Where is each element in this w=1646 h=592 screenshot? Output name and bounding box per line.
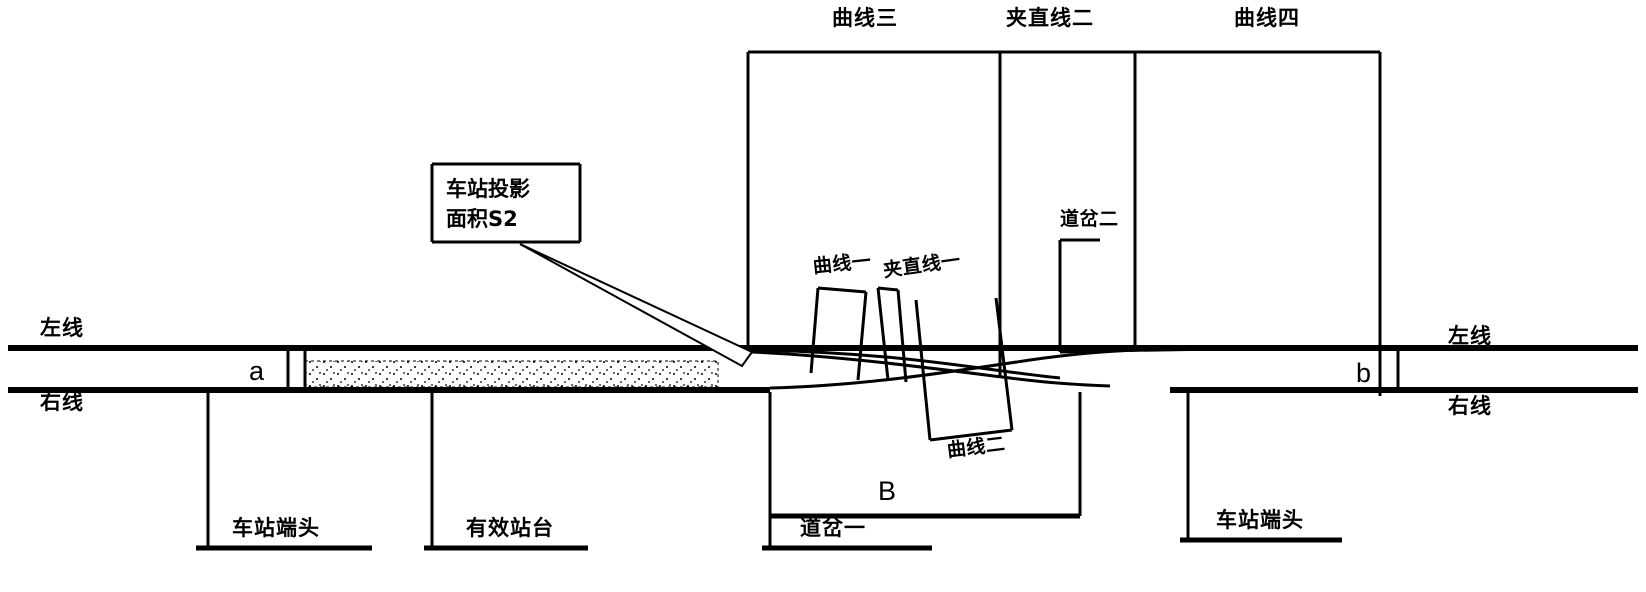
right-line-label-start: 右线 xyxy=(40,390,84,414)
dimension-a-ticks xyxy=(286,348,307,390)
station-end-left-bracket xyxy=(196,392,372,551)
bottom-label-station-end-right: 车站端头 xyxy=(1216,508,1304,532)
turnout-2-leader xyxy=(1058,238,1100,352)
callout-line-1: 车站投影 xyxy=(446,177,530,201)
station-end-right-bracket xyxy=(1180,392,1342,543)
turnout-1-bracket xyxy=(762,516,932,551)
effective-platform-bracket xyxy=(424,392,588,551)
dimension-label-a: a xyxy=(249,356,265,386)
upper-zone-frames xyxy=(746,50,1382,396)
station-projection-area xyxy=(304,360,719,388)
inner-label-turnout-2: 道岔二 xyxy=(1060,208,1119,230)
curve-2-bracket xyxy=(914,297,1014,442)
top-label-straight-2: 夹直线二 xyxy=(1006,6,1094,30)
dimension-b-ticks xyxy=(1378,348,1400,390)
top-label-curve-3: 曲线三 xyxy=(832,6,898,30)
callout-pointer xyxy=(519,243,754,368)
callout-box xyxy=(430,162,582,244)
bottom-label-effective-platform: 有效站台 xyxy=(466,516,554,540)
curve-1-bracket xyxy=(809,286,868,381)
callout-line-2: 面积S2 xyxy=(446,207,518,231)
dimension-B-bracket xyxy=(768,392,1082,519)
dimension-label-B: B xyxy=(878,476,897,506)
left-line-label-start: 左线 xyxy=(40,316,84,340)
left-line-label-end: 左线 xyxy=(1448,324,1492,348)
right-line-label-end: 右线 xyxy=(1448,394,1492,418)
bottom-label-station-end-left: 车站端头 xyxy=(232,516,320,540)
bottom-label-turnout-1: 道岔一 xyxy=(800,516,866,540)
top-label-curve-4: 曲线四 xyxy=(1234,6,1300,30)
crossover-geometry xyxy=(747,346,1381,390)
straight-1-bracket xyxy=(876,286,908,383)
dimension-label-b: b xyxy=(1356,358,1372,388)
